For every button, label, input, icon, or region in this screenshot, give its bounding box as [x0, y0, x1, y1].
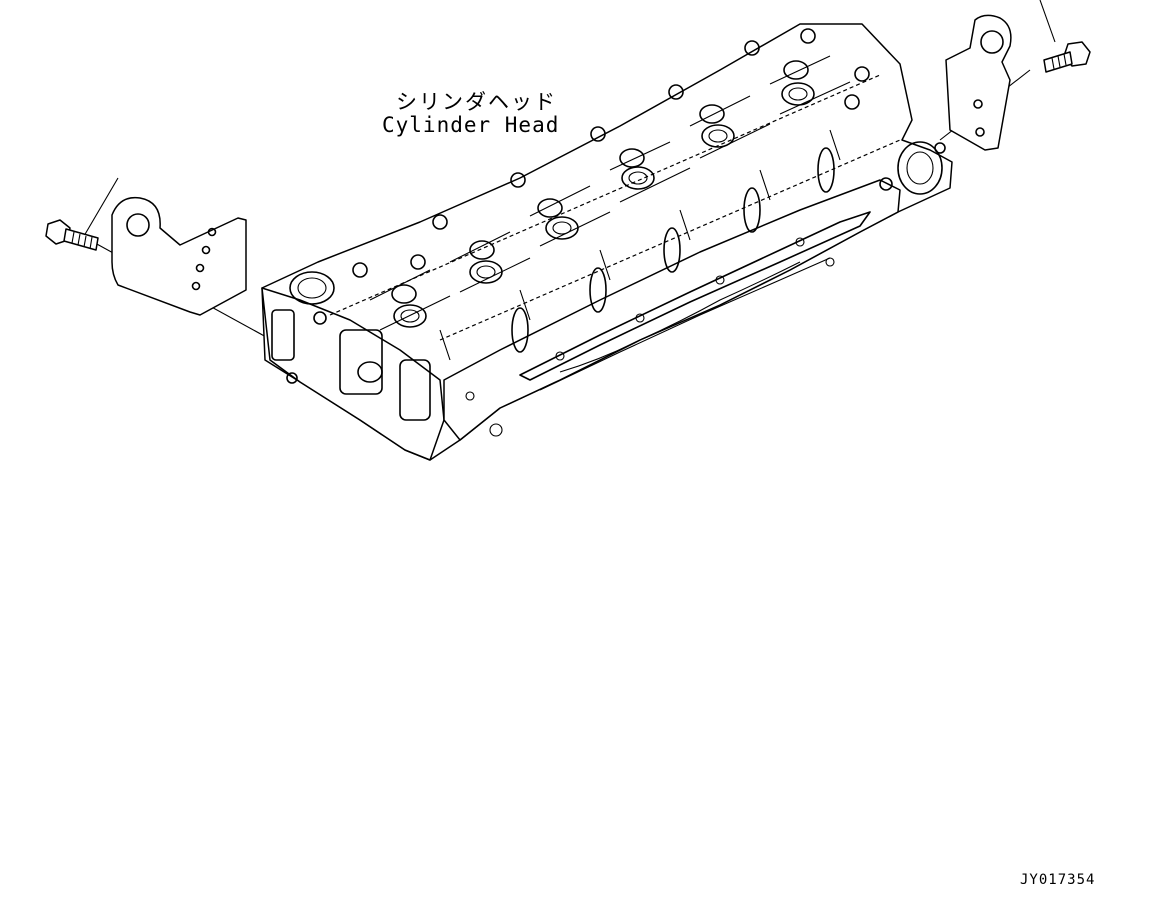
- cylinder-head-body: [261, 23, 953, 461]
- right-bracket: [945, 14, 1012, 151]
- left-bolt: [45, 219, 99, 251]
- right-bolt: [1043, 41, 1091, 73]
- drawing-number: JY017354: [1020, 872, 1096, 888]
- rib-details: [369, 55, 851, 361]
- valve-bores: [391, 60, 815, 328]
- part-label-japanese: シリンダヘッド: [396, 90, 557, 114]
- part-label-english: Cylinder Head: [382, 113, 560, 137]
- head-bolts: [352, 28, 870, 278]
- left-bracket: [111, 196, 247, 316]
